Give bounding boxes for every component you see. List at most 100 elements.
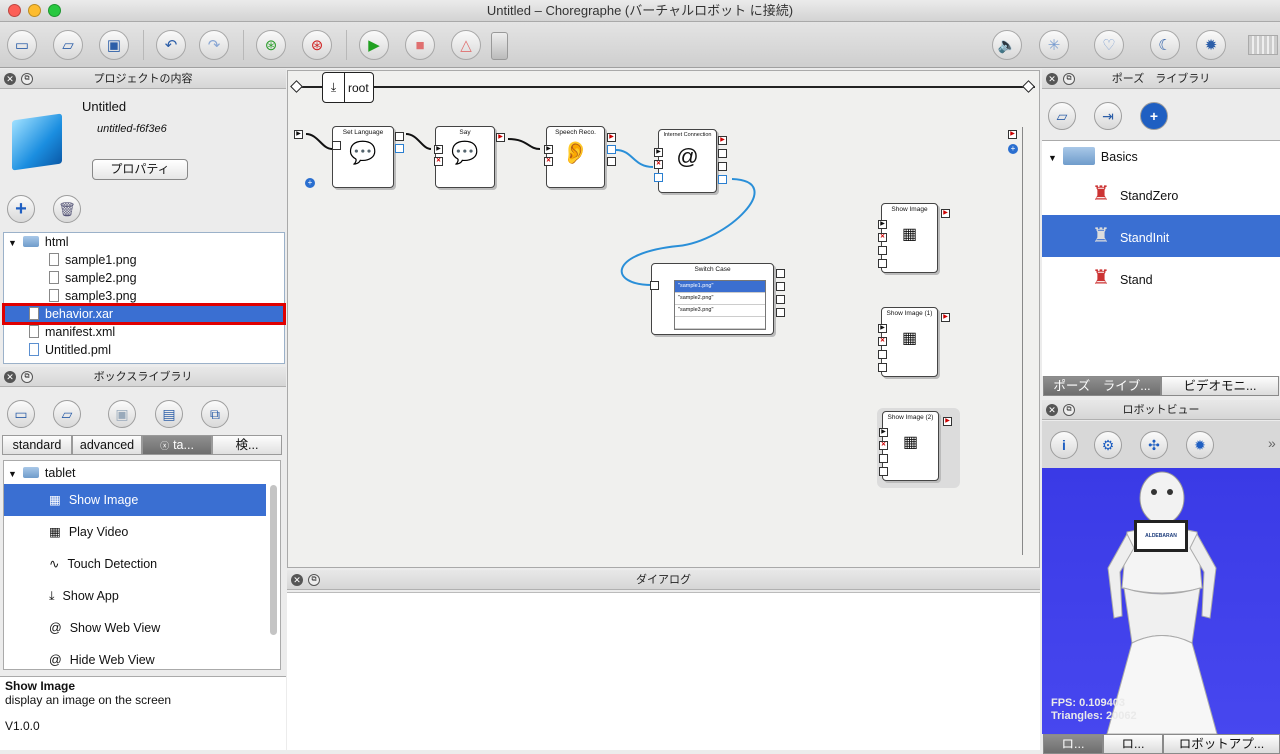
dialog-content[interactable] <box>287 592 1040 750</box>
library-folder-tablet[interactable]: ▼tablet <box>8 466 76 480</box>
tab-robot-2[interactable]: ロ... <box>1103 734 1163 754</box>
pose-tree[interactable]: ▼Basics ♜StandZero ♜StandInit ♜Stand <box>1042 140 1280 376</box>
import-pose-button[interactable]: ⇥ <box>1094 102 1122 130</box>
box-show-image-1[interactable]: Show Image (1) ▦ <box>881 307 938 377</box>
box-speech-reco[interactable]: Speech Reco. 👂 <box>546 126 605 188</box>
new-window-icon[interactable]: ▭ <box>7 30 37 60</box>
close-panel-icon[interactable]: ✕ <box>291 574 303 586</box>
undo-icon[interactable]: ↶ <box>156 30 186 60</box>
gear-icon[interactable]: ✹ <box>1186 431 1214 459</box>
show-image-2-stop[interactable]: ✕ <box>879 441 888 450</box>
minimize-window-button[interactable] <box>28 4 41 17</box>
flow-diagram-canvas[interactable]: ⤓ root ▶ + ▶ + Set Language 💬 Say 💬 ▶ ✕ … <box>287 70 1040 568</box>
show-image-2-param2[interactable] <box>879 467 888 476</box>
tab-robot-apps[interactable]: ロボットアプ... <box>1163 734 1280 754</box>
stop-icon[interactable]: ■ <box>405 30 435 60</box>
root-breadcrumb[interactable]: ⤓ root <box>322 72 374 103</box>
float-panel-icon[interactable]: ⧉ <box>21 371 33 383</box>
toolbar-slider[interactable] <box>491 32 508 60</box>
properties-button[interactable]: プロパティ <box>92 159 188 180</box>
tree-item-sample2[interactable]: sample2.png <box>4 269 284 287</box>
pose-stand[interactable]: ♜Stand <box>1092 267 1153 289</box>
library-item-show-web-view[interactable]: @Show Web View <box>49 621 161 635</box>
float-panel-icon[interactable]: ⧉ <box>1063 404 1075 416</box>
switch-case-list[interactable]: "sample1.png" "sample2.png" "sample3.png… <box>674 280 766 330</box>
open-icon[interactable]: ▱ <box>53 30 83 60</box>
show-image-2-input[interactable]: ▶ <box>879 428 888 437</box>
robot-settings-icon[interactable]: ⚙ <box>1094 431 1122 459</box>
tree-item-sample1[interactable]: sample1.png <box>4 251 284 269</box>
info-icon[interactable]: i <box>1050 431 1078 459</box>
tab-robot-view[interactable]: ロ... <box>1043 734 1103 754</box>
tree-item-manifest[interactable]: manifest.xml <box>4 323 284 341</box>
add-file-button[interactable]: + <box>7 195 35 223</box>
show-image-param1[interactable] <box>878 246 887 255</box>
tree-item-pml[interactable]: Untitled.pml <box>4 341 284 359</box>
tree-item-sample3[interactable]: sample3.png <box>4 287 284 305</box>
box-show-image[interactable]: Show Image ▦ <box>881 203 938 273</box>
zoom-window-button[interactable] <box>48 4 61 17</box>
pose-standinit[interactable]: ♜StandInit <box>1042 215 1280 257</box>
close-window-button[interactable] <box>8 4 21 17</box>
tab-video-monitor[interactable]: ビデオモニ... <box>1161 376 1279 396</box>
float-panel-icon[interactable]: ⧉ <box>1063 73 1075 85</box>
delete-file-button[interactable]: 🗑 <box>53 195 81 223</box>
tab-pose-library[interactable]: ポーズ ライブ... <box>1043 376 1161 396</box>
close-panel-icon[interactable]: ✕ <box>1046 73 1058 85</box>
project-file-tree[interactable]: ▼html sample1.png sample2.png sample3.pn… <box>2 232 286 364</box>
library-options-button[interactable]: ⧉ <box>201 400 229 428</box>
add-pose-button[interactable]: + <box>1140 102 1168 130</box>
set-language-out[interactable] <box>395 132 404 141</box>
box-internet-connection[interactable]: Internet Connection @ <box>658 129 717 193</box>
show-image-output[interactable]: ▶ <box>941 209 950 218</box>
disconnect-icon[interactable]: ⊛ <box>302 30 332 60</box>
internet-param[interactable] <box>654 173 663 182</box>
joint-icon[interactable]: ✣ <box>1140 431 1168 459</box>
open-library-button[interactable]: ▱ <box>53 400 81 428</box>
tab-standard[interactable]: standard <box>2 435 72 455</box>
float-panel-icon[interactable]: ⧉ <box>21 73 33 85</box>
library-scrollbar[interactable] <box>270 485 277 635</box>
speech-reco-input[interactable]: ▶ <box>544 145 553 154</box>
autonomous-icon[interactable]: ✳ <box>1039 30 1069 60</box>
switch-case-item[interactable]: "sample2.png" <box>675 293 765 305</box>
show-image-1-param2[interactable] <box>878 363 887 372</box>
save-library-button[interactable]: ▣ <box>108 400 136 428</box>
warning-icon[interactable]: △ <box>451 30 481 60</box>
internet-input[interactable]: ▶ <box>654 148 663 157</box>
show-image-param2[interactable] <box>878 259 887 268</box>
switch-case-out3[interactable] <box>776 295 785 304</box>
box-say[interactable]: Say 💬 <box>435 126 495 188</box>
save-icon[interactable]: ▣ <box>99 30 129 60</box>
say-input[interactable]: ▶ <box>434 145 443 154</box>
show-image-1-stop[interactable]: ✕ <box>878 337 887 346</box>
save-as-library-button[interactable]: ▤ <box>155 400 183 428</box>
show-image-1-output[interactable]: ▶ <box>941 313 950 322</box>
internet-out2[interactable] <box>718 149 727 158</box>
add-output-icon[interactable]: + <box>1008 144 1018 154</box>
tab-search[interactable]: 検... <box>212 435 282 455</box>
open-pose-button[interactable]: ▱ <box>1048 102 1076 130</box>
switch-case-item[interactable]: "sample1.png" <box>675 281 765 293</box>
switch-case-out1[interactable] <box>776 269 785 278</box>
sleep-icon[interactable]: ☾ <box>1150 30 1180 60</box>
internet-stop[interactable]: ✕ <box>654 160 663 169</box>
connect-icon[interactable]: ⊛ <box>256 30 286 60</box>
box-set-language[interactable]: Set Language 💬 <box>332 126 394 188</box>
set-language-out2[interactable] <box>395 144 404 153</box>
show-image-input[interactable]: ▶ <box>878 220 887 229</box>
more-icon[interactable]: » <box>1268 435 1276 451</box>
set-language-onstart[interactable] <box>332 141 341 150</box>
switch-case-out2[interactable] <box>776 282 785 291</box>
internet-out3[interactable] <box>718 162 727 171</box>
close-panel-icon[interactable]: ✕ <box>1046 404 1058 416</box>
pose-folder-basics[interactable]: ▼Basics <box>1042 145 1280 169</box>
float-panel-icon[interactable]: ⧉ <box>308 574 320 586</box>
add-input-icon[interactable]: + <box>305 178 315 188</box>
speech-reco-out1[interactable]: ▶ <box>607 133 616 142</box>
switch-case-item[interactable] <box>675 317 765 329</box>
speech-reco-out3[interactable] <box>607 157 616 166</box>
library-item-touch-detection[interactable]: ∿Touch Detection <box>49 557 158 571</box>
show-image-stop[interactable]: ✕ <box>878 233 887 242</box>
